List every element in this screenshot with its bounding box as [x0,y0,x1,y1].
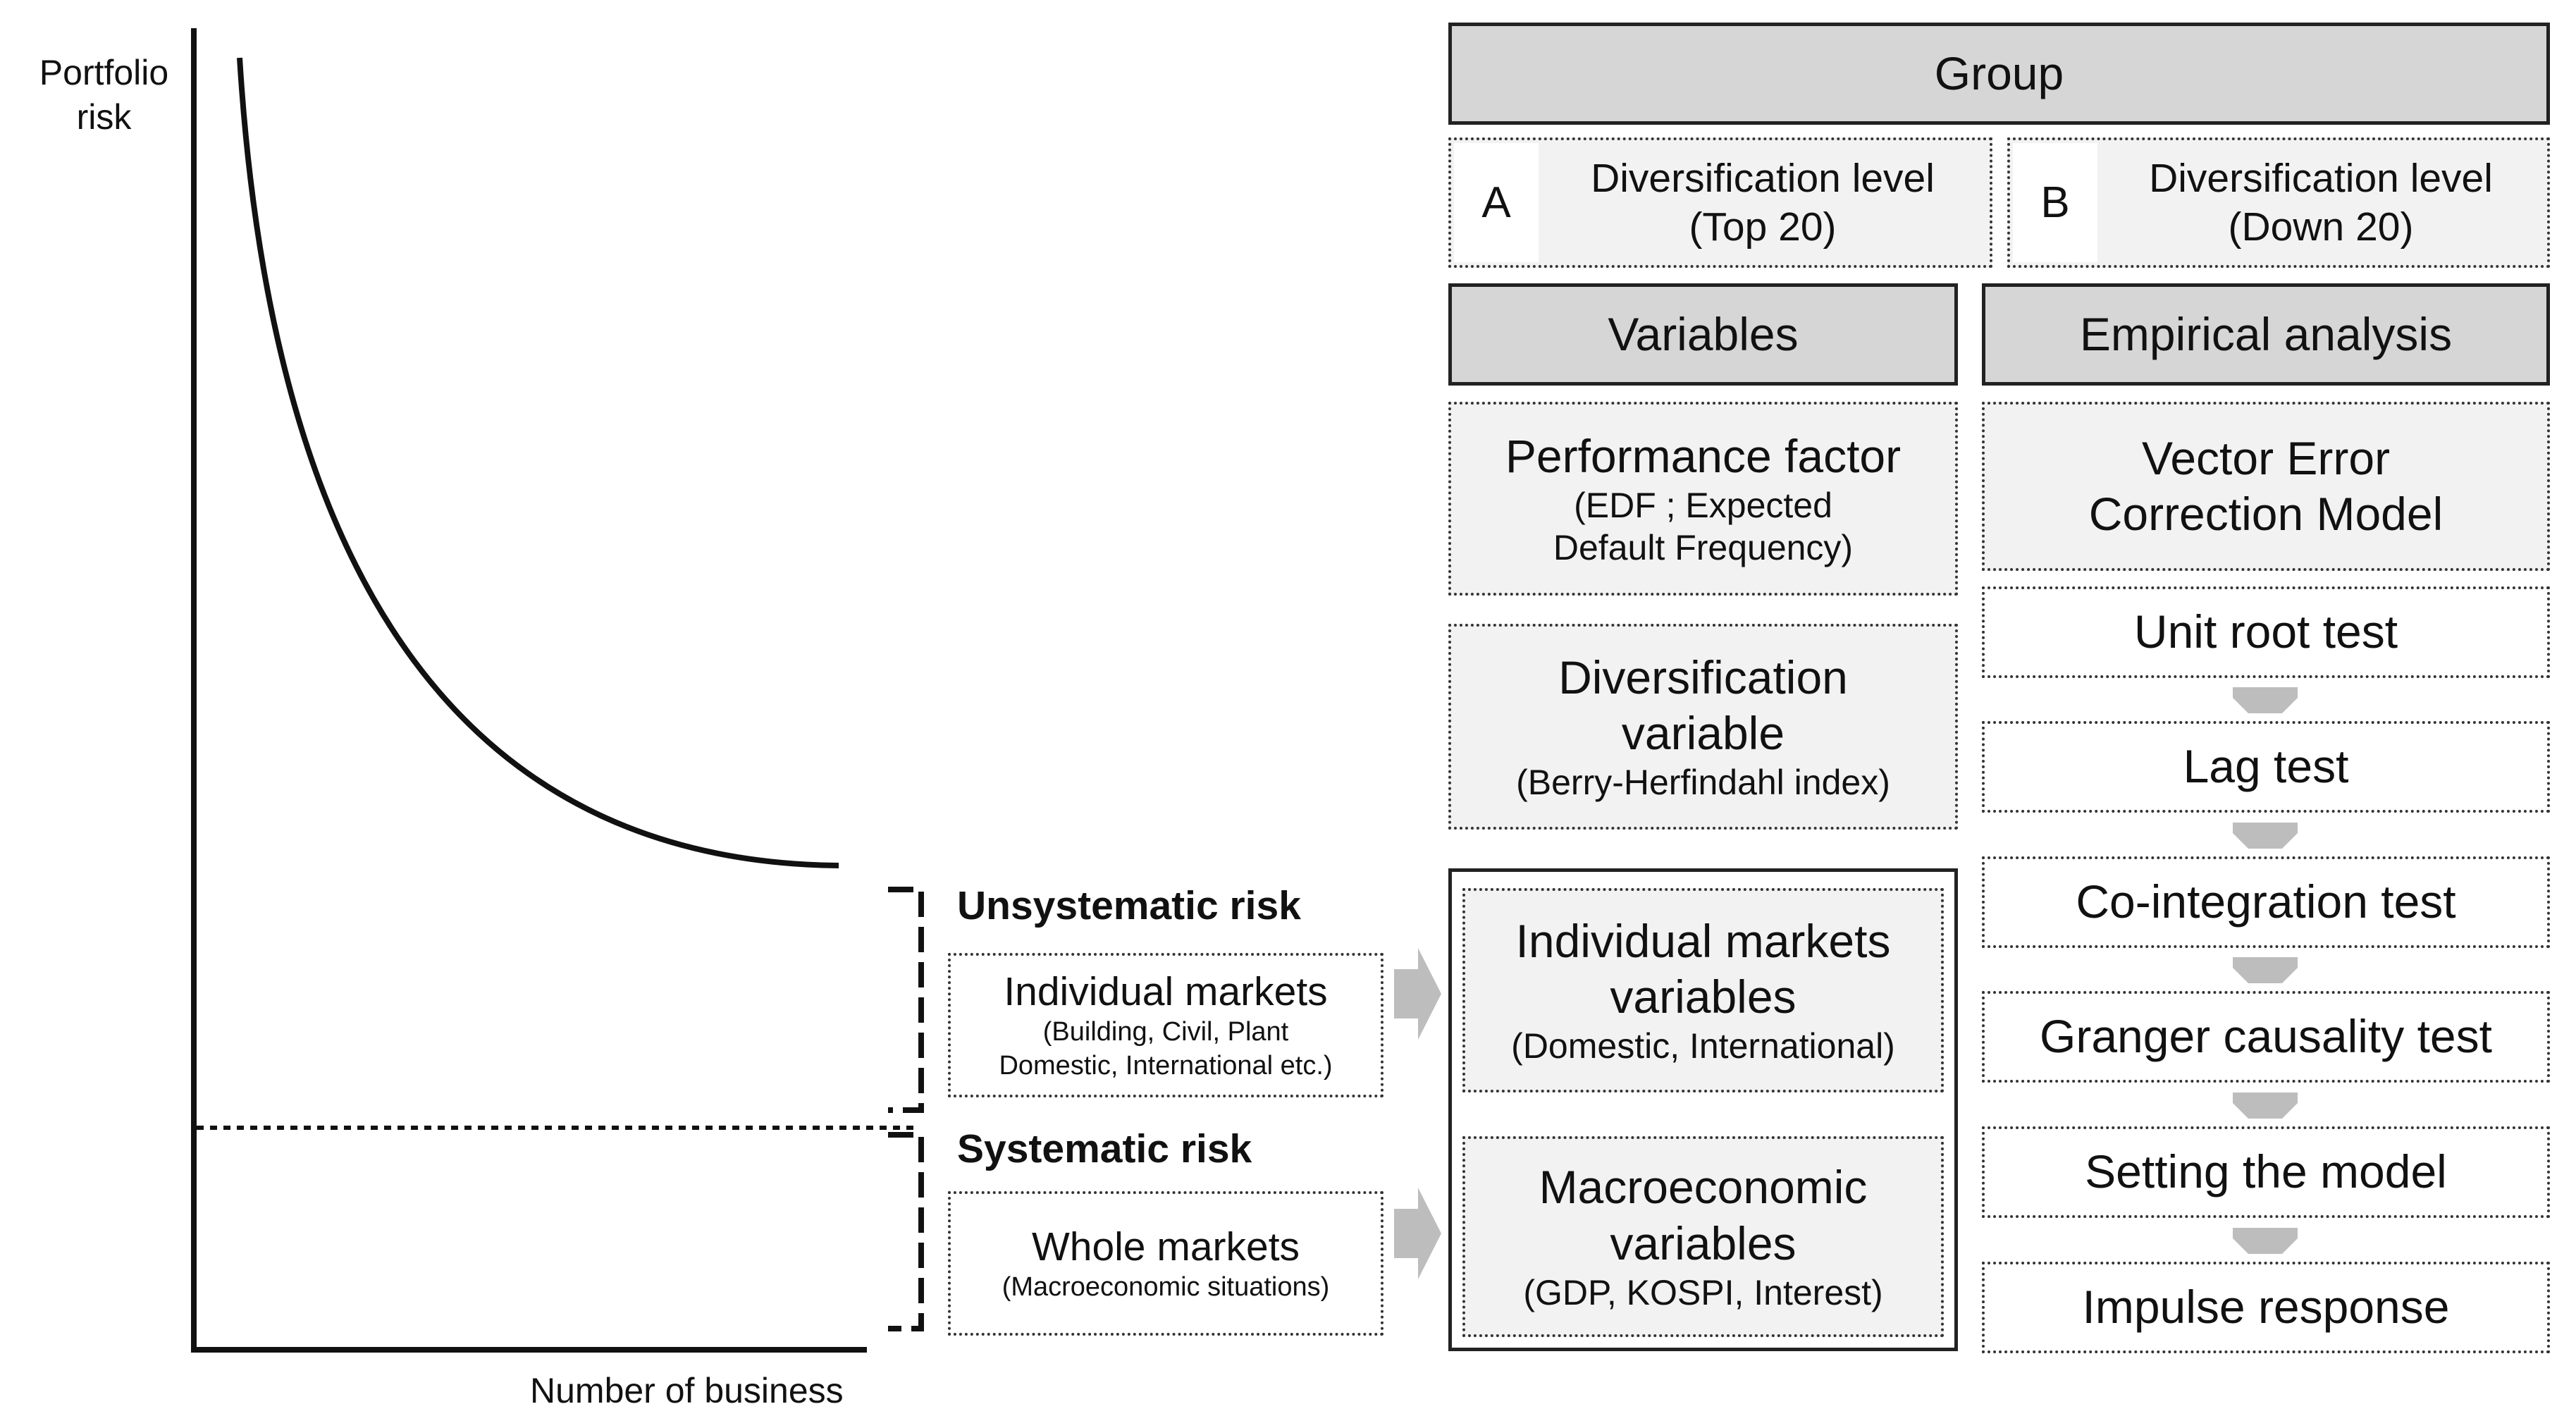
group-a-line1: Diversification level [1591,156,1935,202]
whole-markets-sub: (Macroeconomic situations) [1002,1272,1330,1302]
group-b-letter: B [2013,143,2097,262]
step-impulse-response: Impulse response [1982,1262,2550,1353]
group-header: Group [1448,23,2550,125]
unsystematic-bracket [888,887,924,1113]
diversification-variable-box: Diversification variable (Berry-Herfinda… [1448,624,1958,830]
step-setting-the-model: Setting the model [1982,1126,2550,1218]
individual-markets-title: Individual markets [1004,968,1328,1014]
down-arrow-icon [2233,687,2298,713]
group-b-line1: Diversification level [2149,156,2493,202]
vecm-box: Vector Error Correction Model [1982,402,2550,571]
performance-factor-sub-1: (EDF ; Expected [1574,486,1832,526]
systematic-bracket [888,1132,924,1331]
performance-factor-box: Performance factor (EDF ; Expected Defau… [1448,402,1958,596]
individual-markets-box: Individual markets (Building, Civil, Pla… [948,953,1383,1097]
step-arrows [2233,687,2298,1254]
arrow-whole-icon [1394,1188,1441,1279]
step-label: Setting the model [2085,1145,2447,1198]
group-b-line2: (Down 20) [2228,204,2414,250]
step-label: Lag test [2183,740,2349,793]
group-a-line2: (Top 20) [1689,204,1837,250]
step-label: Co-integration test [2076,875,2456,928]
individual-markets-variables-sub: (Domestic, International) [1511,1026,1895,1066]
systematic-risk-title: Systematic risk [957,1126,1252,1171]
group-title: Group [1934,47,2064,99]
vecm-line2: Correction Model [2088,488,2443,540]
macroeconomic-variables-box: Macroeconomic variables (GDP, KOSPI, Int… [1462,1136,1944,1337]
individual-markets-variables-line2: variables [1610,971,1797,1023]
vecm-line1: Vector Error [2141,431,2391,484]
unsystematic-risk-title: Unsystematic risk [957,883,1301,928]
step-label: Impulse response [2082,1281,2450,1334]
diversification-variable-line1: Diversification [1558,651,1848,703]
macroeconomic-variables-line1: Macroeconomic [1539,1161,1868,1214]
individual-markets-sub-2: Domestic, International etc.) [999,1050,1333,1081]
individual-markets-variables-box: Individual markets variables (Domestic, … [1462,888,1944,1092]
down-arrow-icon [2233,1228,2298,1254]
group-a-box: A Diversification level (Top 20) [1448,137,1992,268]
whole-markets-title: Whole markets [1031,1224,1300,1269]
y-axis-label: Portfolio risk [39,53,169,137]
x-axis-label: Number of business [530,1371,844,1410]
group-a-letter: A [1454,143,1539,262]
portfolio-risk-curve [237,57,839,868]
down-arrow-icon [2233,957,2298,983]
step-label: Unit root test [2133,605,2398,658]
step-co-integration-test: Co-integration test [1982,856,2550,948]
diversification-variable-sub: (Berry-Herfindahl index) [1516,763,1890,803]
empirical-analysis-header: Empirical analysis [1982,283,2550,386]
down-arrow-icon [2233,1092,2298,1119]
diversification-variable-line2: variable [1621,707,1785,759]
individual-markets-variables-line1: Individual markets [1515,914,1891,967]
macroeconomic-variables-sub: (GDP, KOSPI, Interest) [1523,1272,1883,1312]
down-arrow-icon [2233,823,2298,849]
performance-factor-sub-2: Default Frequency) [1553,528,1854,568]
performance-factor-title: Performance factor [1505,429,1902,482]
variables-header-label: Variables [1608,307,1799,360]
variables-header: Variables [1448,283,1958,386]
individual-markets-sub-1: (Building, Civil, Plant [1042,1017,1289,1047]
step-granger-causality-test: Granger causality test [1982,991,2550,1083]
market-variables-frame [1448,868,1958,1351]
step-label: Granger causality test [2040,1010,2492,1063]
group-b-box: B Diversification level (Down 20) [2007,137,2550,268]
arrow-individual-icon [1394,948,1441,1040]
empirical-analysis-header-label: Empirical analysis [2079,307,2453,360]
macroeconomic-variables-line2: variables [1610,1217,1797,1269]
step-unit-root-test: Unit root test [1982,586,2550,678]
whole-markets-box: Whole markets (Macroeconomic situations) [948,1191,1383,1336]
step-lag-test: Lag test [1982,721,2550,813]
